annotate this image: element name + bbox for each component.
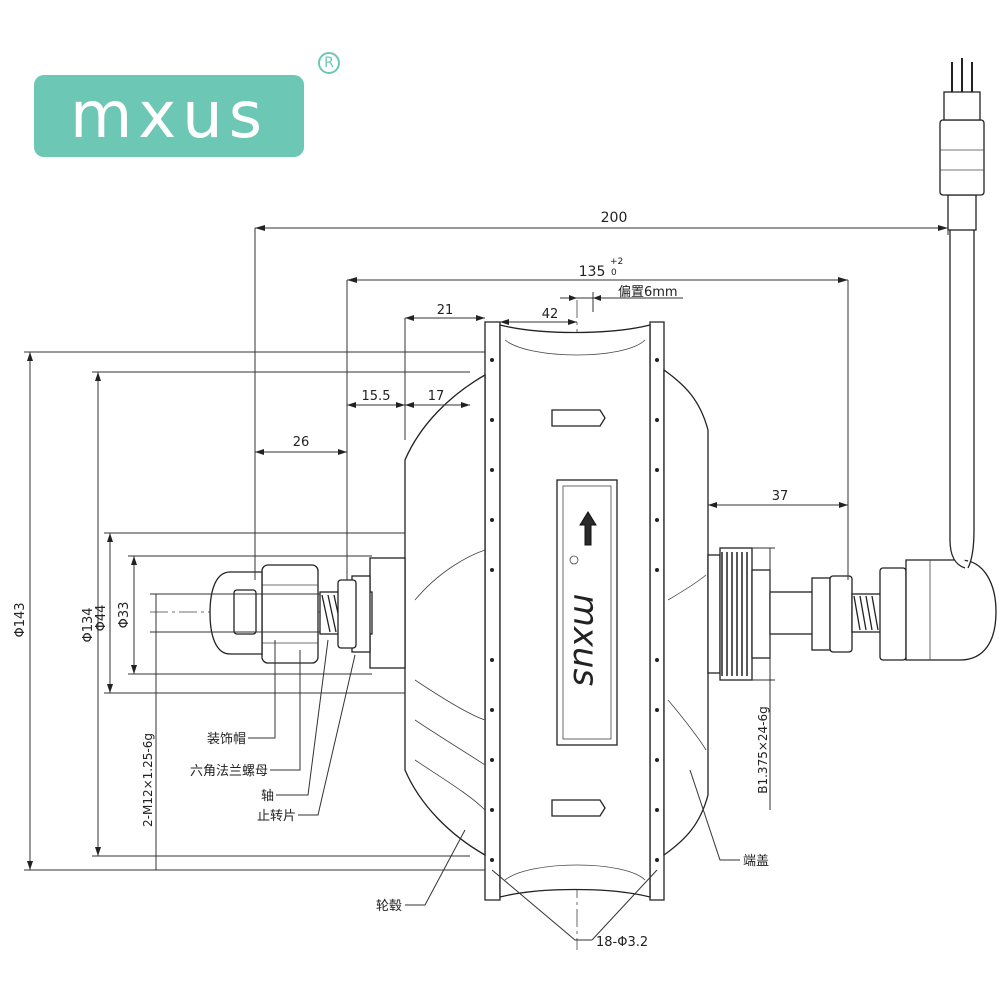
dim-21-label: 21: [437, 303, 454, 318]
dim-dia-134-label: Φ134: [81, 607, 96, 642]
dim-offset-label: 偏置6mm: [618, 285, 678, 300]
motor-cable: [939, 58, 985, 569]
dim-hub-width: [346, 277, 849, 580]
dim-dia-44-label: Φ44: [94, 605, 109, 632]
brand-logo-text: mxus: [69, 79, 269, 153]
arrow-icon: [579, 511, 597, 546]
dim-dia-134: [92, 371, 470, 857]
dim-42-label: 42: [542, 307, 559, 322]
callout-hex-flange-nut: 六角法兰螺母: [190, 764, 268, 779]
callout-decorative-cap: 装饰帽: [207, 731, 246, 747]
callout-spoke-holes: 18-Φ3.2: [596, 935, 648, 950]
dim-15-5-label: 15.5: [362, 389, 391, 404]
registered-icon: [569, 555, 579, 565]
dim-dia-143: [24, 351, 485, 871]
dim-26: [255, 449, 347, 455]
dim-26-label: 26: [293, 435, 310, 450]
right-axle-assembly: [707, 547, 997, 681]
callout-end-cover: 端盖: [743, 854, 769, 869]
dim-freewheel-thread: [752, 547, 775, 810]
callout-torque-washer: 止转片: [257, 809, 296, 824]
callout-hub-shell: 轮毂: [376, 899, 402, 914]
callout-leaders: [248, 639, 740, 941]
dim-37-label: 37: [772, 489, 789, 504]
axle-thread-label: 2-M12×1.25-6g: [141, 733, 155, 827]
dim-135-tol-lower: 0: [611, 268, 617, 278]
dim-42: [500, 319, 577, 325]
registered-trademark-icon: R: [318, 52, 340, 74]
dim-dia-143-label: Φ143: [13, 602, 28, 637]
dim-15-5-17: [347, 402, 470, 408]
dim-dia-44: [104, 532, 405, 694]
dim-37: [708, 502, 848, 508]
dim-17-label: 17: [428, 389, 445, 404]
freewheel-thread-label: B1.375×24-6g: [756, 706, 770, 794]
dim-dia-33: [128, 555, 372, 675]
dim-overall-width: [254, 225, 949, 580]
dim-135-tol-upper: +2: [610, 257, 623, 267]
dim-21: [404, 315, 485, 440]
callout-axle: 轴: [261, 789, 274, 804]
dim-135-label: 135: [579, 264, 606, 280]
brand-logo: mxus: [34, 75, 304, 157]
hub-shell: [404, 321, 709, 901]
dim-200-label: 200: [601, 210, 628, 226]
left-axle-assembly: [209, 557, 406, 669]
shell-marking: mxus: [565, 594, 605, 687]
dim-dia-33-label: Φ33: [117, 602, 132, 629]
dim-offset: [560, 292, 683, 312]
